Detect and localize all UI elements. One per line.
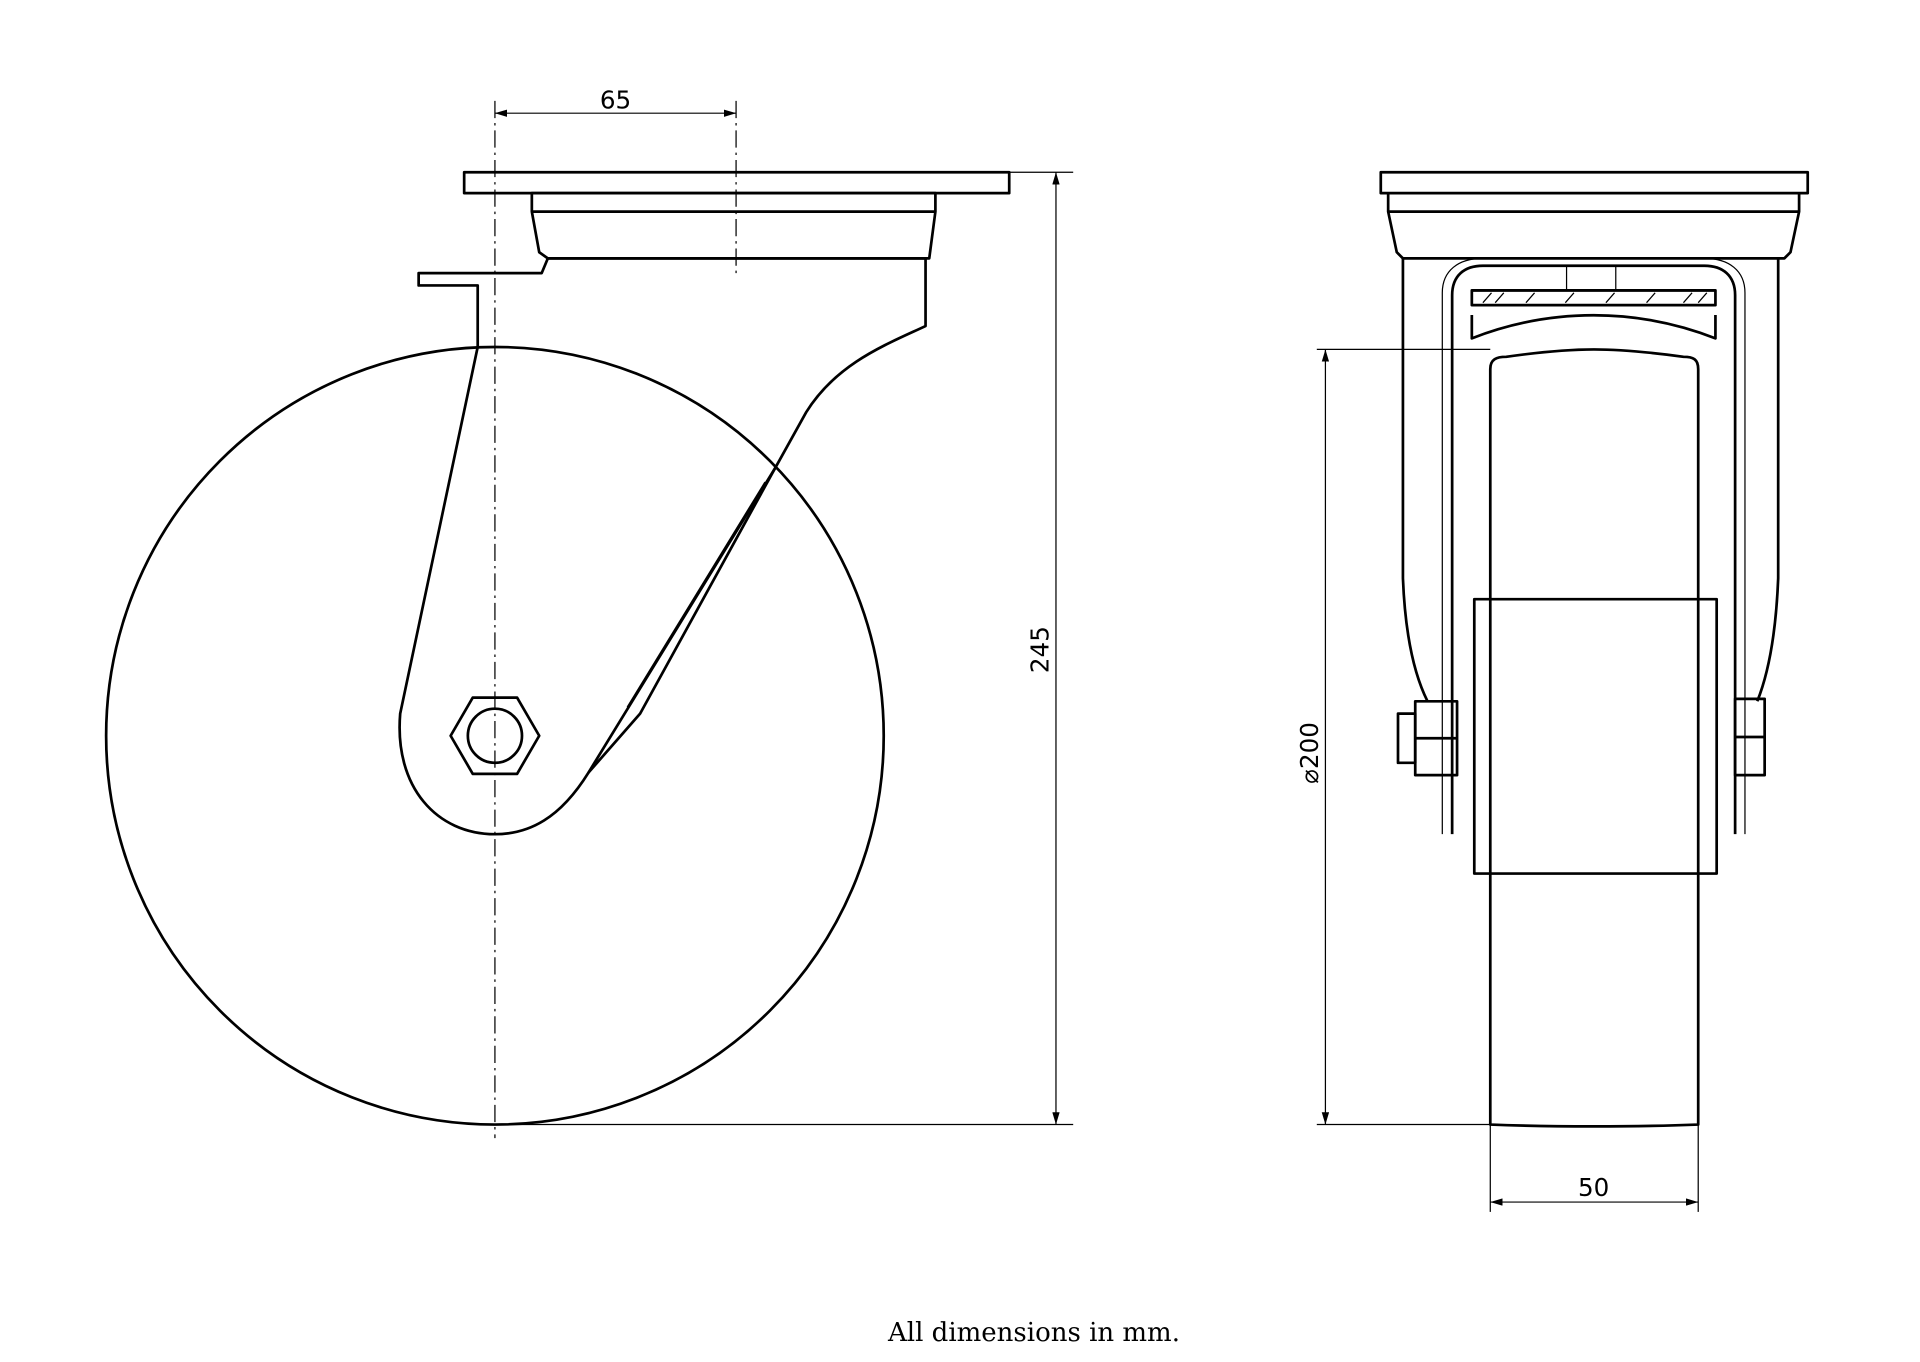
footer-note: All dimensions in mm. <box>888 1318 1180 1348</box>
dimension-diameter: ⌀200 <box>1295 348 1491 1126</box>
tread-hatching <box>1470 265 1717 307</box>
dimension-height: 245 <box>494 171 1074 1126</box>
swivel-housing <box>530 191 937 260</box>
axle-nut-hex <box>449 696 541 776</box>
top-plate-front <box>1379 170 1810 195</box>
fork-inner <box>1450 264 1737 835</box>
dimension-offset-label: 65 <box>600 85 631 114</box>
fork-rib <box>587 466 777 774</box>
wheel-tyre-front <box>1488 348 1700 1128</box>
dimension-width-label: 50 <box>1578 1173 1609 1202</box>
dimension-diameter-label: ⌀200 <box>1295 722 1324 784</box>
dimension-width: 50 <box>1489 1124 1699 1212</box>
swivel-housing-front <box>1386 193 1801 260</box>
front-view <box>1379 170 1810 1128</box>
fork-leg <box>398 257 927 836</box>
dimension-height-label: 245 <box>1026 626 1055 673</box>
hub <box>1472 597 1719 875</box>
axle-end-left <box>1396 712 1417 765</box>
fork-outer <box>1401 258 1780 702</box>
side-view <box>104 100 1011 1139</box>
dimension-offset: 65 <box>494 85 737 117</box>
